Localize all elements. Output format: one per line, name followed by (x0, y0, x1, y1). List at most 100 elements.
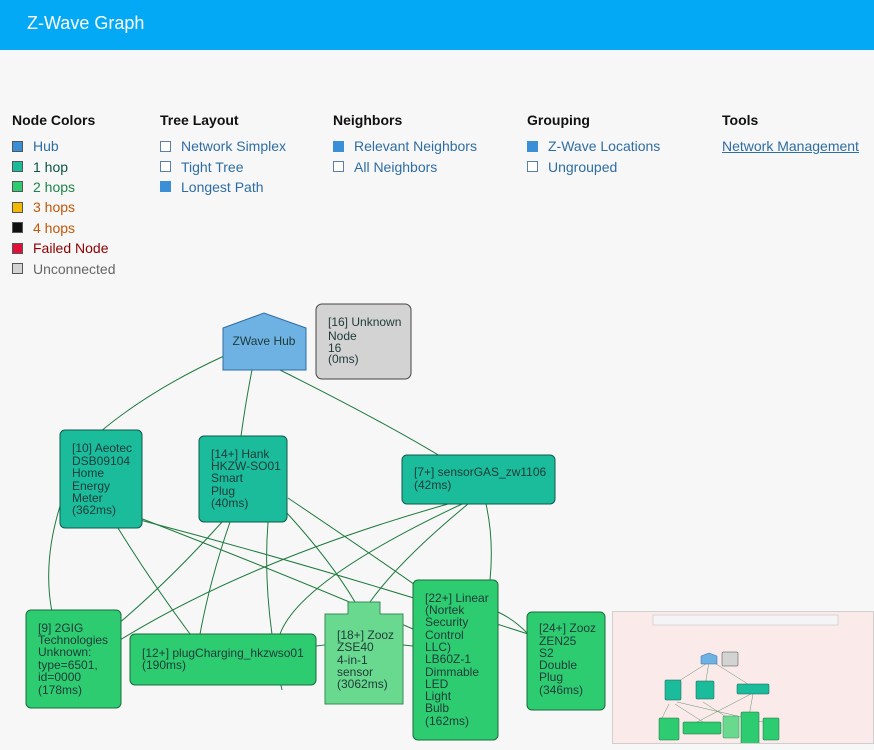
node-22-label: [22+] Linear (Nortek Security Control LL… (425, 591, 492, 728)
node-7-line-2: (42ms) (414, 478, 451, 492)
checkbox-all-neighbors[interactable] (333, 161, 344, 173)
edge-n14-n12 (199, 521, 231, 635)
edge-n7-n18 (369, 503, 469, 603)
network-management-link[interactable]: Network Management (722, 138, 859, 155)
option-relevant-neighbors[interactable]: Relevant Neighbors (333, 136, 477, 156)
edge-hub-n14 (240, 369, 253, 437)
checkbox-zwave-locations[interactable] (527, 140, 538, 152)
node-hub[interactable]: ZWave Hub (222, 312, 307, 371)
legend-swatch-unconnected (12, 263, 23, 275)
option-longest-path[interactable]: Longest Path (160, 177, 286, 197)
node-14-line-4: Plug (211, 484, 235, 498)
node-14-label: [14+] Hank HKZW-SO01 Smart Plug (40ms) (211, 447, 284, 510)
app-title: Z-Wave Graph (27, 13, 145, 33)
legend-tools: Tools Network Management (722, 112, 859, 156)
node-12[interactable]: [12+] plugCharging_hkzwso01 (190ms) (129, 633, 317, 686)
checkbox-ungrouped[interactable] (527, 161, 538, 173)
option-ungrouped[interactable]: Ungrouped (527, 156, 660, 176)
option-network-simplex-label: Network Simplex (181, 138, 287, 155)
legend-color-4-hops: 4 hops (12, 218, 116, 238)
node-14-line-2: HKZW-SO01 (211, 459, 281, 473)
node-10-line-3: Home (72, 466, 104, 480)
legend-tree-layout-title: Tree Layout (160, 112, 239, 128)
option-network-simplex[interactable]: Network Simplex (160, 136, 286, 156)
option-all-neighbors[interactable]: All Neighbors (333, 156, 477, 176)
node-16-line-4: (0ms) (328, 352, 359, 366)
node-10-label: [10] Aeotec DSB09104 Home Energy Meter (… (72, 441, 135, 517)
node-16-line-2: Node (328, 329, 357, 343)
node-22-line-8: LED (425, 677, 449, 691)
node-22-line-4: Control (425, 628, 464, 642)
node-7[interactable]: [7+] sensorGAS_zw1106 (42ms) (401, 454, 556, 505)
node-18-line-1: [18+] Zooz (337, 628, 394, 642)
edge-n10-n12 (117, 527, 191, 635)
node-10[interactable]: [10] Aeotec DSB09104 Home Energy Meter (… (59, 429, 143, 529)
node-16-line-1: [16] Unknown (328, 315, 401, 329)
node-22-line-3: Security (425, 615, 468, 629)
edge-hub-n10 (99, 355, 225, 433)
zwave-network-graph[interactable]: ZWave Hub [16] Unknown Node 16 (0ms) [10… (0, 290, 612, 750)
legend-swatch-failed-node (12, 242, 23, 254)
legend-color-2-hops: 2 hops (12, 177, 116, 197)
edge-n14-n22 (287, 497, 426, 593)
node-14-line-3: Smart (211, 471, 244, 485)
node-16-label: [16] Unknown Node 16 (0ms) (328, 315, 405, 366)
edge-n14-n18 (285, 511, 356, 603)
option-tight-tree[interactable]: Tight Tree (160, 156, 286, 176)
node-9-line-5: id=0000 (38, 670, 81, 684)
legend-color-failed-node: Failed Node (12, 238, 116, 258)
node-14-line-1: [14+] Hank (211, 447, 270, 461)
node-18-line-2: ZSE40 (337, 640, 374, 654)
node-24[interactable]: [24+] Zooz ZEN25 S2 Double Plug (346ms) (526, 611, 606, 711)
node-22-line-9: Light (425, 689, 452, 703)
node-22-line-11: (162ms) (425, 714, 469, 728)
legend-node-colors-title: Node Colors (12, 112, 96, 128)
legend-color-1-hop: 1 hop (12, 156, 116, 176)
legend-grouping-title: Grouping (527, 112, 590, 128)
checkbox-relevant-neighbors[interactable] (333, 140, 344, 152)
node-16[interactable]: [16] Unknown Node 16 (0ms) (315, 303, 412, 380)
legend-grouping: Grouping Z-Wave Locations Ungrouped (527, 112, 660, 177)
node-18-line-5: (3062ms) (337, 677, 388, 691)
checkbox-longest-path[interactable] (160, 181, 171, 193)
legend-neighbors-title: Neighbors (333, 112, 403, 128)
node-18-label: [18+] Zooz ZSE40 4-in-1 sensor (3062ms) (337, 628, 397, 691)
checkbox-tight-tree[interactable] (160, 161, 171, 173)
legend-swatch-3-hops (12, 201, 23, 213)
option-tight-tree-label: Tight Tree (181, 158, 244, 175)
node-10-line-2: DSB09104 (72, 454, 130, 468)
legend-color-label-failed-node: Failed Node (33, 240, 109, 257)
node-14[interactable]: [14+] Hank HKZW-SO01 Smart Plug (40ms) (198, 435, 288, 523)
node-9-line-4: type=6501, (38, 658, 98, 672)
legend-neighbors: Neighbors Relevant Neighbors All Neighbo… (333, 112, 477, 177)
node-22-line-6: LB60Z-1 (425, 652, 471, 666)
node-24-line-4: Double (539, 658, 577, 672)
node-22-line-10: Bulb (425, 701, 449, 715)
node-24-line-1: [24+] Zooz (539, 621, 596, 635)
node-24-label: [24+] Zooz ZEN25 S2 Double Plug (346ms) (539, 621, 599, 697)
legend-swatch-hub (12, 140, 23, 152)
node-9-line-3: Unknown: (38, 645, 91, 659)
option-relevant-neighbors-label: Relevant Neighbors (354, 138, 477, 155)
node-22-line-5: LLC) (425, 640, 451, 654)
legend-color-3-hops: 3 hops (12, 197, 116, 217)
node-24-line-6: (346ms) (539, 683, 583, 697)
checkbox-network-simplex[interactable] (160, 140, 171, 152)
node-7-line-1: [7+] sensorGAS_zw1106 (414, 465, 547, 479)
node-9[interactable]: [9] 2GIG Technologies Unknown: type=6501… (25, 609, 122, 709)
edge-n7-n12 (279, 503, 463, 635)
node-9-line-1: [9] 2GIG (38, 621, 83, 635)
graph-minimap[interactable] (612, 611, 874, 744)
edge-n14-n9 (117, 521, 223, 625)
node-22[interactable]: [22+] Linear (Nortek Security Control LL… (412, 579, 499, 741)
node-10-line-5: Meter (72, 491, 103, 505)
legend-color-label-2-hops: 2 hops (33, 178, 76, 195)
edge-hub-n7 (279, 369, 441, 457)
legend-swatch-1-hop (12, 161, 23, 173)
legend-color-label-3-hops: 3 hops (33, 199, 76, 216)
node-10-line-6: (362ms) (72, 503, 116, 517)
option-all-neighbors-label: All Neighbors (354, 158, 438, 175)
node-18[interactable]: [18+] Zooz ZSE40 4-in-1 sensor (3062ms) (324, 601, 404, 705)
legend-tools-title: Tools (722, 112, 759, 128)
option-zwave-locations[interactable]: Z-Wave Locations (527, 136, 660, 156)
